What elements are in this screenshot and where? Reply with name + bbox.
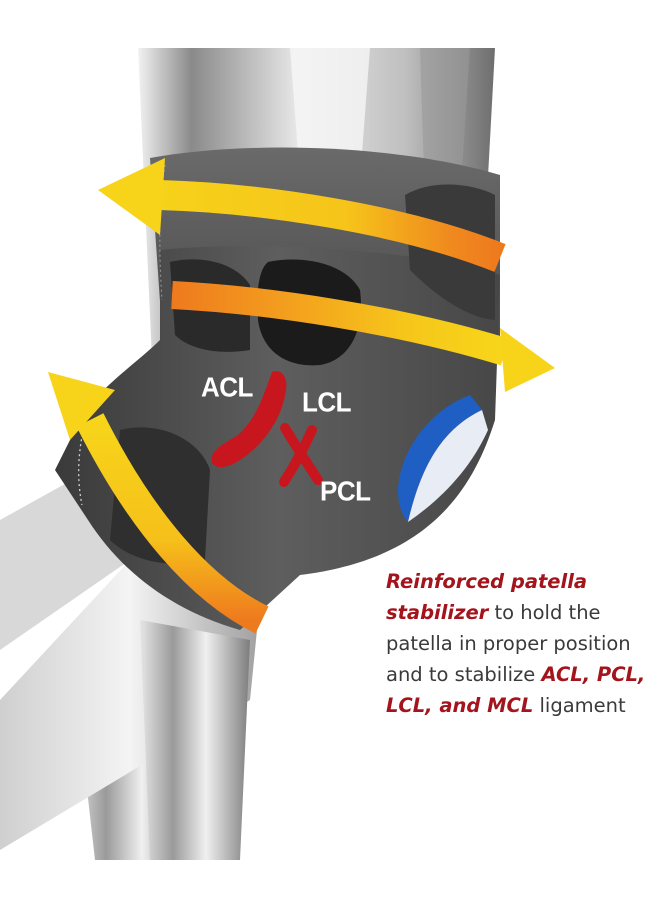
caption-line-5: LCL, and MCL ligament [386,690,658,721]
horizontal-arrow-left-icon [98,158,506,272]
horizontal-arrow-right-icon [171,281,555,392]
caption-line-2: stabilizer to hold the [386,597,658,628]
caption-highlight: Reinforced patella [386,570,588,593]
caption-highlight: ACL, PCL, [541,663,646,686]
label-pcl: PCL [320,475,371,507]
vertical-arrow-up-icon [48,372,269,634]
caption-line-1: Reinforced patella [386,566,658,597]
caption-text: and to stabilize [386,663,542,686]
mcl-stabilizer-arc-icon [398,395,482,522]
label-lcl: LCL [302,386,352,418]
caption-highlight: stabilizer [386,601,489,624]
caption-text: ligament [533,694,626,717]
caption: Reinforced patella stabilizer to hold th… [386,566,658,721]
caption-text: patella in proper position [386,632,631,655]
caption-line-4: and to stabilize ACL, PCL, [386,659,658,690]
ligament-shape-icon [211,371,323,487]
caption-highlight: LCL, and MCL [386,694,534,717]
label-acl: ACL [201,371,253,403]
caption-text: to hold the [488,601,601,624]
caption-line-3: patella in proper position [386,628,658,659]
